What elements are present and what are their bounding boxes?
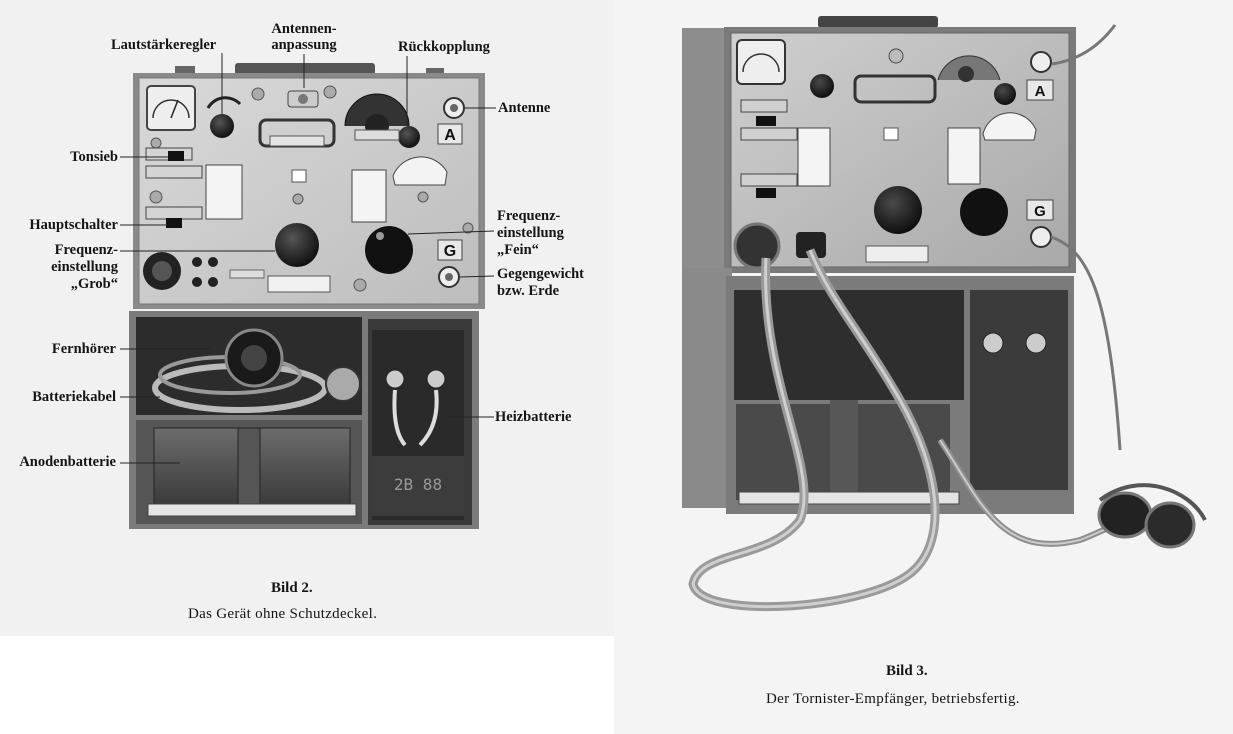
label-freq-fein-1: Frequenz-: [497, 208, 561, 224]
label-antennenanpassung-1: Antennen-: [271, 21, 337, 37]
label-antenne: Antenne: [498, 100, 551, 116]
label-batteriekabel: Batteriekabel: [32, 389, 116, 405]
label-hauptschalter: Hauptschalter: [29, 217, 118, 233]
label-heizbatterie: Heizbatterie: [495, 409, 572, 425]
svg-text:A: A: [444, 127, 456, 144]
svg-text:G: G: [444, 243, 456, 260]
right-figure-panel: [614, 0, 1233, 734]
label-lautstaerkeregler: Lautstärkeregler: [111, 37, 217, 53]
svg-text:2B 88: 2B 88: [394, 475, 442, 494]
label-anodenbatterie: Anodenbatterie: [19, 454, 116, 470]
label-fernhoerer: Fernhörer: [51, 341, 116, 357]
caption-title-left: Bild 2.: [271, 580, 313, 596]
label-gegengewicht-2: bzw. Erde: [497, 283, 560, 299]
label-rueckkopplung: Rückkopplung: [398, 39, 490, 55]
radio-front-photo: A G 2B 88: [120, 53, 496, 529]
label-freq-fein-2: einstellung: [497, 225, 564, 241]
caption-sub-left: Das Gerät ohne Schutzdeckel.: [188, 606, 378, 622]
label-tonsieb: Tonsieb: [70, 149, 118, 165]
label-gegengewicht-1: Gegengewicht: [497, 266, 584, 282]
caption-title-right: Bild 3.: [886, 663, 928, 679]
label-freq-grob-1: Frequenz-: [54, 242, 118, 258]
label-freq-fein-3: „Fein“: [497, 242, 539, 258]
label-freq-grob-2: einstellung: [51, 259, 118, 275]
label-freq-grob-3: „Grob“: [70, 276, 118, 292]
label-antennenanpassung-2: anpassung: [271, 37, 337, 53]
caption-sub-right: Der Tornister-Empfänger, betriebsfertig.: [766, 691, 1020, 707]
